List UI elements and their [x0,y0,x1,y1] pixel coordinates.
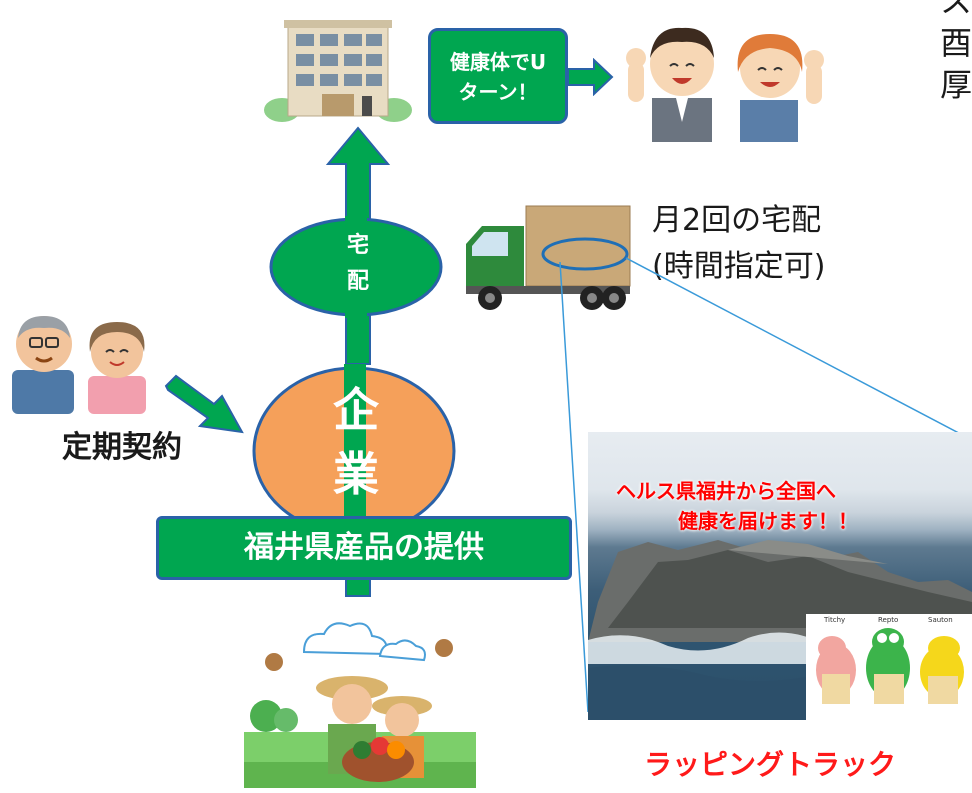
company-label-line1: 企 [333,383,379,437]
mascot-name-titchy: Titchy [824,616,846,624]
farmers-illustration [244,612,476,788]
company-label: 企 業 [328,378,384,506]
delivery-ellipse [268,216,444,318]
truck-highlight-ellipse [540,236,630,272]
truck-caption-line1: 月2回の宅配 [652,203,822,238]
truck-caption: 月2回の宅配 (時間指定可) [652,198,825,290]
local-products-box: 福井県産品の提供 [156,516,572,580]
wrapping-truck-photo: ヘルス県福井から全国へ 健康を届けます！！ Titchy Repto Sauto… [588,432,972,720]
cut-off-line1: ス [940,0,972,20]
cut-off-text: ス 酉 厚 [940,0,972,106]
delivery-truck-illustration [462,200,634,318]
photo-message-line2: 健康を届けます！！ [678,509,858,533]
delivery-label-line2: 配 [346,269,369,294]
right-arrow-to-couple [566,58,614,96]
health-u-turn-box: 健康体でU ターン！ [428,28,568,124]
elderly-couple-illustration [6,306,154,414]
contract-arrow [162,374,246,436]
health-u-turn-line1: 健康体でU [449,50,547,74]
photo-message: ヘルス県福井から全国へ 健康を届けます！！ [596,476,972,536]
cut-off-line2: 酉 [940,24,972,62]
contract-label: 定期契約 [62,430,182,465]
mascot-inset: Titchy Repto Sauton [806,614,972,720]
truck-caption-line2: (時間指定可) [652,249,826,284]
cut-off-line3: 厚 [940,66,972,104]
delivery-label: 宅 配 [342,228,374,300]
wrapping-truck-label: ラッピングトラック [644,748,897,781]
delivery-label-line1: 宅 [346,233,369,258]
health-u-turn-line2: ターン！ [458,80,538,104]
apartment-building-illustration [262,10,414,122]
company-label-line2: 業 [333,447,379,501]
mascot-name-sauton: Sauton [928,616,953,624]
mascot-name-repto: Repto [878,616,899,624]
photo-message-line1: ヘルス県福井から全国へ [616,479,836,503]
local-products-label: 福井県産品の提供 [244,530,484,565]
happy-couple-illustration [614,2,828,142]
